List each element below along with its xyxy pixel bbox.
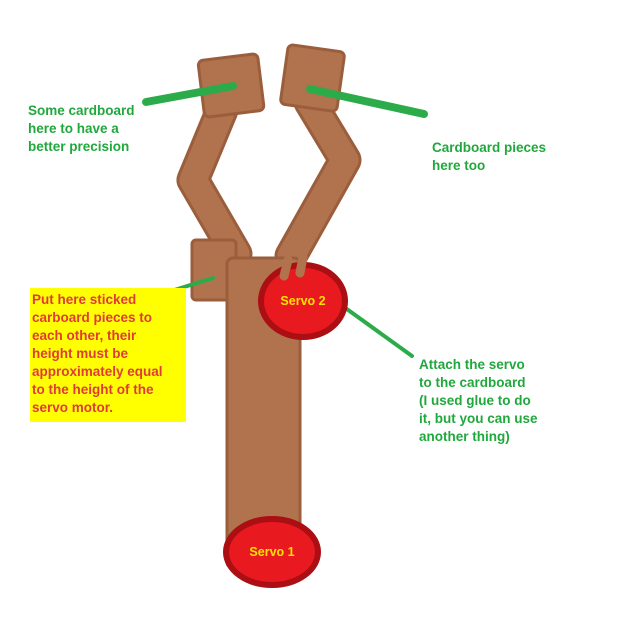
right-gripper-pad <box>279 43 346 113</box>
annotation-attach-servo: Attach the servo to the cardboard (I use… <box>419 357 538 444</box>
servo1-ellipse <box>223 516 321 588</box>
servo2-label: Servo 2 <box>280 294 326 308</box>
line-to-servo2 <box>342 305 414 358</box>
left-arm <box>179 96 250 268</box>
arrow-to-right-pad <box>306 85 428 118</box>
servo1-label: Servo 1 <box>249 545 295 559</box>
note-box: Put here sticked carboard pieces to each… <box>30 288 186 422</box>
right-arm <box>277 88 359 270</box>
gripper-finger-left <box>279 255 293 281</box>
arrow-to-left-pad <box>142 82 237 106</box>
annotation-some-cardboard: Some cardboard here to have a better pre… <box>28 103 135 154</box>
annotation-cardboard-pieces: Cardboard pieces here too <box>432 140 547 173</box>
gripper-finger-right <box>295 252 308 278</box>
